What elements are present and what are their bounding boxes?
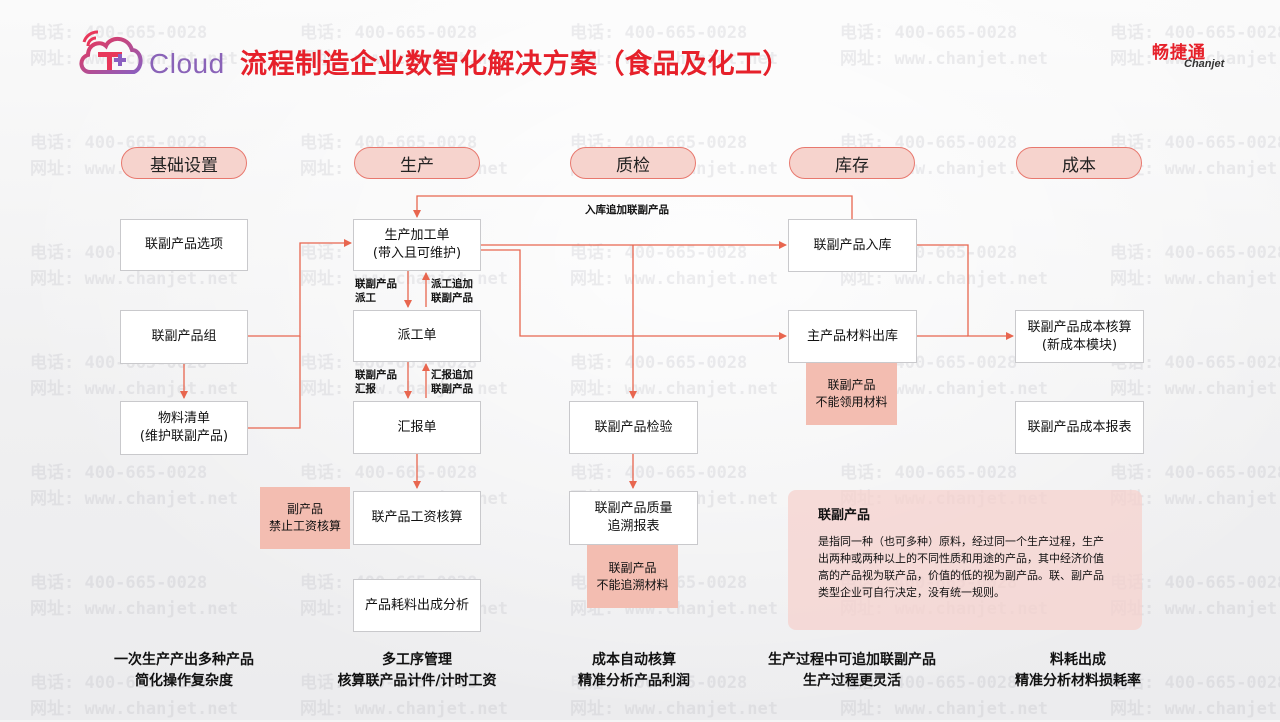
label-report-append: 汇报追加 联副产品 <box>431 369 473 395</box>
box-production-order: 生产加工单 (带入且可维护) <box>353 219 481 271</box>
box-main-product-outbound: 主产品材料出库 <box>788 310 917 363</box>
column-inventory: 库存 <box>789 147 915 179</box>
box-cost-calc: 联副产品成本核算 (新成本模块) <box>1015 310 1144 363</box>
arrow-group-to-order <box>248 239 352 337</box>
box-coproduct-inspection: 联副产品检验 <box>569 401 698 454</box>
box-cost-report: 联副产品成本报表 <box>1015 401 1144 454</box>
label-inbound-append: 入库追加联副产品 <box>585 204 669 216</box>
brand-name-en: Chanjet <box>1184 58 1225 70</box>
box-bom: 物料清单 (维护联副产品) <box>120 401 248 455</box>
column-cost: 成本 <box>1016 147 1142 179</box>
brand-name-cn: 畅捷通 <box>1152 43 1206 63</box>
box-coproduct-options: 联副产品选项 <box>120 219 248 271</box>
box-wage-calc: 联产品工资核算 <box>353 491 481 545</box>
page-title: 流程制造企业数智化解决方案（食品及化工） <box>240 49 790 80</box>
box-dispatch: 派工单 <box>353 310 481 362</box>
benefit-flexible-process: 生产过程中可追加联副产品 生产过程更灵活 <box>768 652 936 689</box>
benefit-multi-output: 一次生产产出多种产品 简化操作复杂度 <box>114 652 254 689</box>
definition-panel: 联副产品 是指同一种（也可多种）原料，经过同一个生产过程，生产出两种或两种以上的… <box>788 490 1142 630</box>
definition-body: 是指同一种（也可多种）原料，经过同一个生产过程，生产出两种或两种以上的不同性质和… <box>818 535 1104 599</box>
definition-title: 联副产品 <box>818 508 871 523</box>
box-report: 汇报单 <box>353 401 481 454</box>
column-quality: 质检 <box>570 147 696 179</box>
arrow-order-to-outbound <box>481 249 787 340</box>
column-production: 生产 <box>354 147 480 179</box>
note-no-material-trace: 联副产品 不能追溯材料 <box>587 545 678 608</box>
benefit-material-loss: 料耗出成 精准分析材料损耗率 <box>1015 652 1141 689</box>
box-coproduct-inbound: 联副产品入库 <box>788 219 917 272</box>
t-plus-cloud-logo: Cloud <box>76 28 236 84</box>
box-coproduct-group: 联副产品组 <box>120 310 248 364</box>
benefit-multi-process: 多工序管理 核算联产品计件/计时工资 <box>337 652 497 689</box>
note-no-material-issue: 联副产品 不能领用材料 <box>806 363 897 425</box>
arrow-inbound-to-cost <box>917 244 1014 340</box>
arrow-bom-to-order <box>248 336 301 429</box>
label-dispatch-append: 派工追加 联副产品 <box>431 278 473 304</box>
box-material-analysis: 产品耗料出成分析 <box>353 579 481 632</box>
t-plus-logo-icon <box>79 30 143 74</box>
logo-text: Cloud <box>149 48 225 79</box>
label-coproduct-dispatch: 联副产品 派工 <box>355 278 397 304</box>
box-quality-trace-report: 联副产品质量 追溯报表 <box>569 491 698 545</box>
label-coproduct-report: 联副产品 汇报 <box>355 369 397 395</box>
benefit-auto-costing: 成本自动核算 精准分析产品利润 <box>578 652 690 689</box>
chanjet-brand: 畅捷通 Chanjet <box>1152 38 1252 78</box>
column-basic-settings: 基础设置 <box>121 147 247 179</box>
arrow-inbound-to-order <box>413 195 853 219</box>
note-byproduct-no-wage: 副产品 禁止工资核算 <box>260 487 350 549</box>
